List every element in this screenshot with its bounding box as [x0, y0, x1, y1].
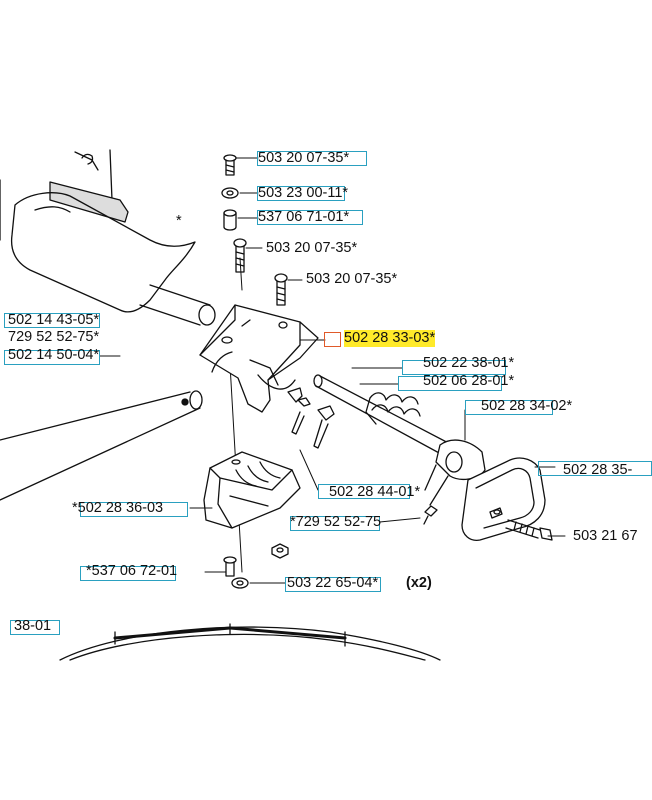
label-box [4, 313, 100, 328]
label-box [80, 566, 176, 581]
label-box [465, 400, 553, 415]
part-label[interactable]: 502 22 38-01* [423, 355, 515, 371]
label-box [10, 620, 60, 635]
screw-top-1 [223, 154, 237, 176]
asterisk-mark: * [176, 213, 182, 229]
label-box [4, 350, 100, 365]
long-rod [0, 390, 203, 501]
label-box [80, 502, 188, 517]
quantity-note: (x2) [406, 575, 432, 591]
grip-shaft-tube [139, 284, 216, 326]
part-label[interactable]: *502 28 36-03 [72, 500, 164, 516]
label-box [318, 484, 410, 499]
washer-bottom [231, 577, 249, 589]
highlight-box [324, 332, 341, 347]
part-label[interactable]: 503 20 07-35* [266, 240, 358, 256]
part-label[interactable]: 729 52 52-75* [8, 329, 100, 345]
screw-long-1 [233, 238, 247, 273]
sleeve-1 [223, 209, 237, 231]
bottom-cable [59, 623, 441, 661]
part-label[interactable]: 503 20 07-35* [306, 271, 398, 287]
label-box [257, 151, 367, 166]
guard-plate [461, 457, 546, 541]
part-label-highlighted[interactable]: 502 28 33-03* [344, 330, 436, 347]
part-label[interactable]: 502 06 28-01* [423, 373, 515, 389]
screw-long-2 [274, 273, 288, 306]
part-label[interactable]: 502 28 44-01* [329, 484, 421, 500]
handle-grip [0, 179, 196, 313]
label-box [402, 360, 506, 375]
part-label[interactable]: 503 21 67 [573, 528, 638, 544]
label-box [257, 210, 363, 225]
part-label[interactable]: 502 14 50-04* [8, 347, 100, 363]
lower-clamp-block [203, 451, 301, 529]
screw-bottom [223, 556, 237, 577]
part-label[interactable]: *729 52 52-75 [290, 514, 382, 530]
part-label[interactable]: 537 06 71-01* [258, 209, 350, 225]
part-label[interactable]: 503 20 07-35* [258, 150, 350, 166]
part-label[interactable]: 503 22 65-04* [287, 575, 379, 591]
bracket-housing [199, 304, 319, 413]
nut-1 [271, 543, 289, 559]
label-box [398, 376, 502, 391]
shaft-clamp [423, 439, 486, 525]
label-box [290, 516, 380, 531]
part-label[interactable]: *537 06 72-01 [86, 563, 178, 579]
pin-1 [287, 387, 311, 435]
part-label[interactable]: 502 28 35- [563, 462, 633, 478]
part-label[interactable]: 38-01 [14, 618, 52, 634]
part-label[interactable]: 502 14 43-05* [8, 312, 100, 328]
label-box [285, 577, 381, 592]
part-label[interactable]: 503 23 00-11* [258, 185, 349, 201]
label-box [257, 186, 345, 201]
washer-1 [221, 187, 239, 199]
shaft-assembly [313, 374, 459, 461]
screw-right [505, 519, 553, 541]
top-cable-fragment [74, 149, 113, 201]
pin-2 [313, 405, 335, 449]
part-label[interactable]: 502 28 34-02* [481, 398, 573, 414]
